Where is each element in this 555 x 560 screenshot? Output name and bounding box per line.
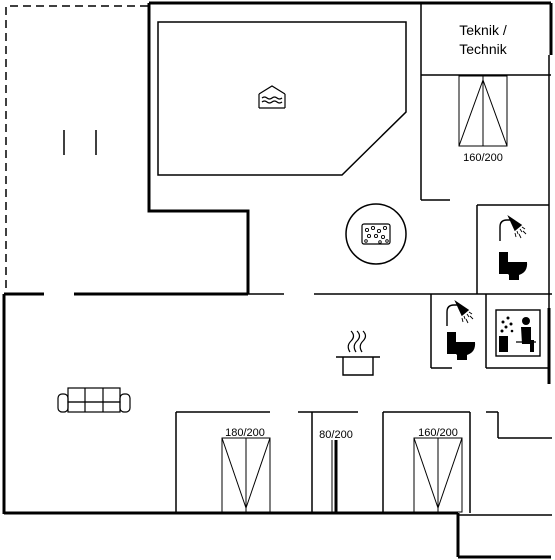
bed-bottom-left-label: 180/200	[225, 427, 265, 439]
shower-icon	[499, 215, 527, 241]
bed-bottom-middle	[331, 440, 338, 512]
whirlpool-icon	[345, 203, 407, 265]
bed-bottom-middle-label: 80/200	[319, 429, 353, 441]
cooking-pot-icon	[336, 330, 380, 376]
pool-icon	[258, 85, 286, 109]
bed-top-right	[458, 75, 508, 147]
bed-top-right-label: 160/200	[463, 152, 503, 164]
terrace-outline	[5, 5, 148, 294]
pool	[157, 21, 407, 176]
bed-bottom-right	[413, 437, 463, 513]
toilet-icon-lower	[447, 332, 476, 360]
inner-walls	[175, 3, 552, 516]
bed-bottom-right-label: 160/200	[418, 427, 458, 439]
bed-bottom-left	[221, 437, 271, 513]
shower-icon-lower	[446, 300, 474, 326]
technik-label-line1: Teknik /	[459, 22, 507, 38]
technik-label-line2: Technik	[459, 41, 507, 57]
terrace-posts	[63, 130, 97, 155]
sauna-icon	[495, 309, 541, 357]
toilet-icon	[499, 252, 528, 280]
sofa-icon	[57, 387, 131, 413]
